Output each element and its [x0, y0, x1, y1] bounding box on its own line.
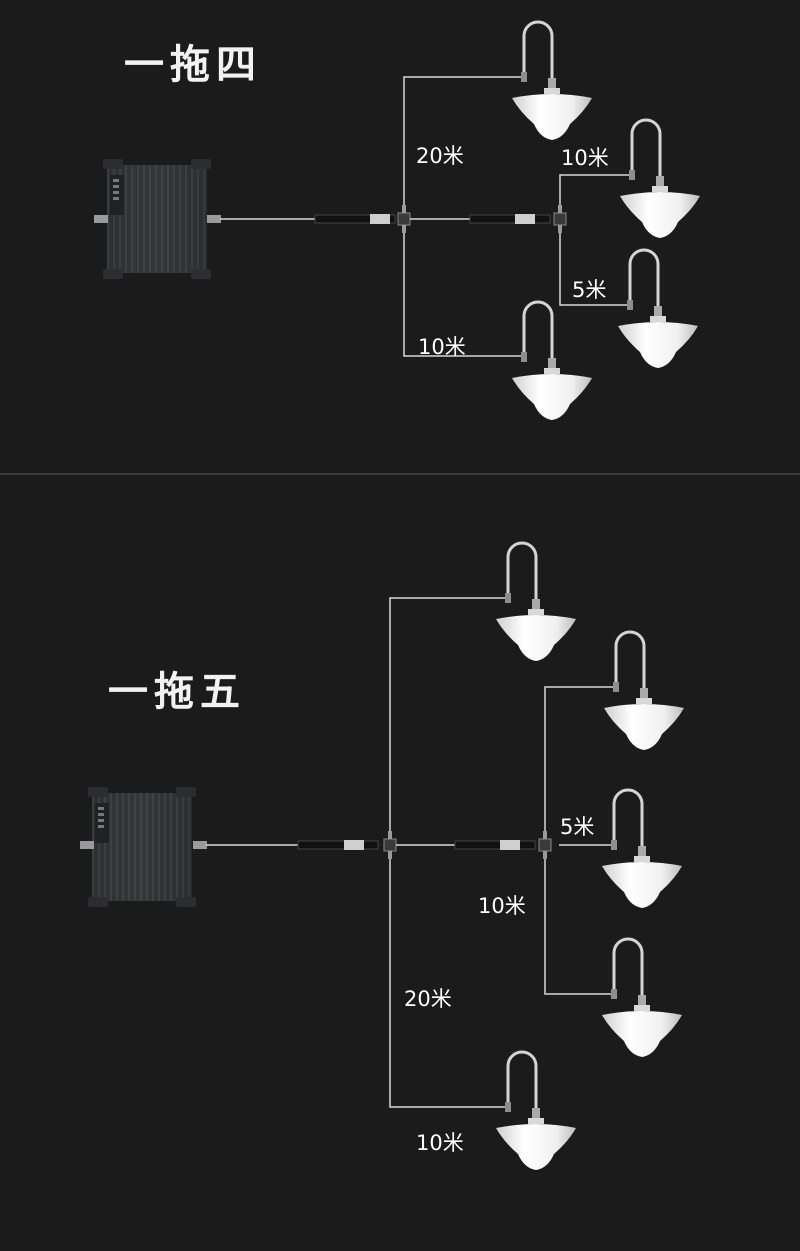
cable-branch-20m: [389, 859, 506, 1108]
coupler-1: [314, 214, 396, 224]
antenna-4: [510, 300, 594, 422]
coupler-2: [469, 214, 551, 224]
antenna-4: [600, 937, 684, 1059]
cable-length-label: 10米: [416, 1131, 464, 1155]
repeater-port-right: [207, 215, 221, 223]
antenna-2: [602, 630, 686, 752]
cable-length-label: 20米: [404, 987, 452, 1011]
diagram-bottom-svg: [80, 541, 686, 1172]
repeater-unit: [88, 787, 196, 907]
diagram-panel-bottom: 一拖五 5米 10米 20米 10米: [0, 475, 800, 1251]
diagram-title-bottom: 一拖五: [108, 669, 246, 715]
cable-length-label: 20米: [416, 144, 464, 168]
antenna-1: [510, 20, 594, 142]
cable-length-label: 5米: [560, 815, 595, 839]
coupler-1-connector: [370, 214, 390, 224]
coupler-2: [454, 840, 536, 850]
repeater-port-left: [80, 841, 94, 849]
antenna-3: [600, 788, 684, 910]
antenna-1: [494, 541, 578, 663]
splitter-1: [383, 830, 397, 860]
antenna-3: [616, 248, 700, 370]
cable-branch-20m: [403, 76, 522, 205]
cable-length-label: 10米: [561, 146, 609, 170]
cable-branch-10m: [544, 859, 612, 995]
cable-length-label: 10米: [478, 894, 526, 918]
antenna-5: [494, 1050, 578, 1172]
repeater-port-left: [94, 215, 108, 223]
splitter-1: [397, 204, 411, 234]
cable-branch-top: [389, 597, 505, 831]
cable-branch-upper-right: [544, 686, 614, 831]
cable-branch-10m-right: [559, 174, 630, 205]
cable-branch-5m: [559, 233, 628, 306]
diagram-top-svg: [94, 20, 702, 422]
repeater-unit: [103, 159, 211, 279]
antenna-2: [618, 118, 702, 240]
cable-length-label: 10米: [418, 335, 466, 359]
coupler-2-connector: [500, 840, 520, 850]
panel-divider: [0, 473, 800, 475]
diagram-panel-top: 一拖四 20米 10米 5米 10米: [0, 0, 800, 473]
coupler-2-connector: [515, 214, 535, 224]
splitter-2: [538, 830, 552, 860]
repeater-port-right: [193, 841, 207, 849]
splitter-2: [553, 204, 567, 234]
cable-branch-10m-bottom: [403, 233, 522, 357]
coupler-1: [297, 840, 379, 850]
coupler-1-connector: [344, 840, 364, 850]
diagram-title-top: 一拖四: [124, 42, 262, 88]
cable-length-label: 5米: [572, 278, 607, 302]
